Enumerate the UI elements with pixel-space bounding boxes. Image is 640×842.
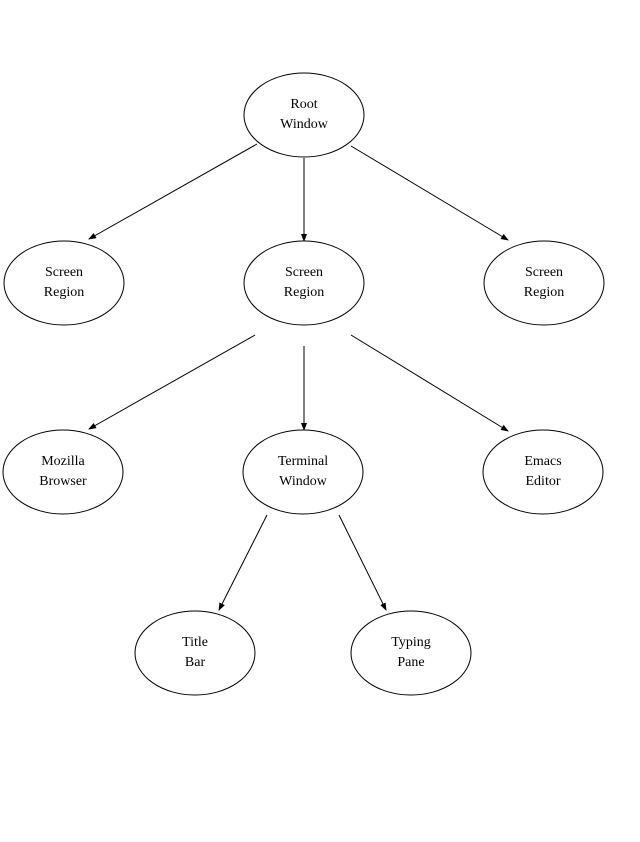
edge-root-to-sr1-arrow — [88, 143, 258, 240]
emacs-editor-label-line-2: Editor — [526, 474, 561, 489]
screen-region-center-ellipse — [243, 240, 365, 326]
typing-pane-label-line-1: Typing — [391, 635, 430, 650]
mozilla-browser-label-line-2: Browser — [39, 474, 87, 489]
screen-region-center-label-line-1: Screen — [285, 265, 323, 280]
screen-region-right-ellipse — [483, 240, 605, 326]
root-window-label-line-2: Window — [280, 117, 329, 132]
mozilla-browser-label-line-1: Mozilla — [41, 454, 85, 469]
screen-region-center-label-line-2: Region — [284, 285, 324, 300]
root-window-label-line-1: Root — [290, 97, 317, 112]
terminal-window-label-line-2: Window — [279, 474, 328, 489]
mozilla-browser-ellipse — [2, 429, 124, 515]
title-bar-ellipse — [134, 610, 256, 696]
terminal-window-ellipse — [242, 429, 364, 515]
edge-sr2-to-moz-arrow — [88, 334, 256, 430]
screen-region-right-label-line-2: Region — [524, 285, 564, 300]
typing-pane-ellipse — [350, 610, 472, 696]
edge-term-to-title-arrow — [218, 514, 268, 611]
root-window-ellipse — [243, 72, 365, 158]
emacs-editor-label-line-1: Emacs — [524, 454, 561, 469]
title-bar-label-line-1: Title — [182, 635, 208, 650]
screen-region-left-ellipse — [3, 240, 125, 326]
screen-region-left-label-line-1: Screen — [45, 265, 83, 280]
screen-region-right-label-line-1: Screen — [525, 265, 563, 280]
title-bar-label-line-2: Bar — [185, 655, 206, 670]
screen-region-left-label-line-2: Region — [44, 285, 84, 300]
edge-root-to-sr3-arrow — [350, 145, 509, 241]
terminal-window-label-line-1: Terminal — [278, 454, 328, 469]
edge-sr2-to-emacs-arrow — [350, 334, 509, 432]
edges — [88, 143, 509, 611]
edge-term-to-typing-arrow — [338, 514, 387, 611]
typing-pane-label-line-2: Pane — [397, 655, 424, 670]
emacs-editor-ellipse — [482, 429, 604, 515]
nodes: RootWindowScreenRegionScreenRegionScreen… — [2, 72, 605, 696]
